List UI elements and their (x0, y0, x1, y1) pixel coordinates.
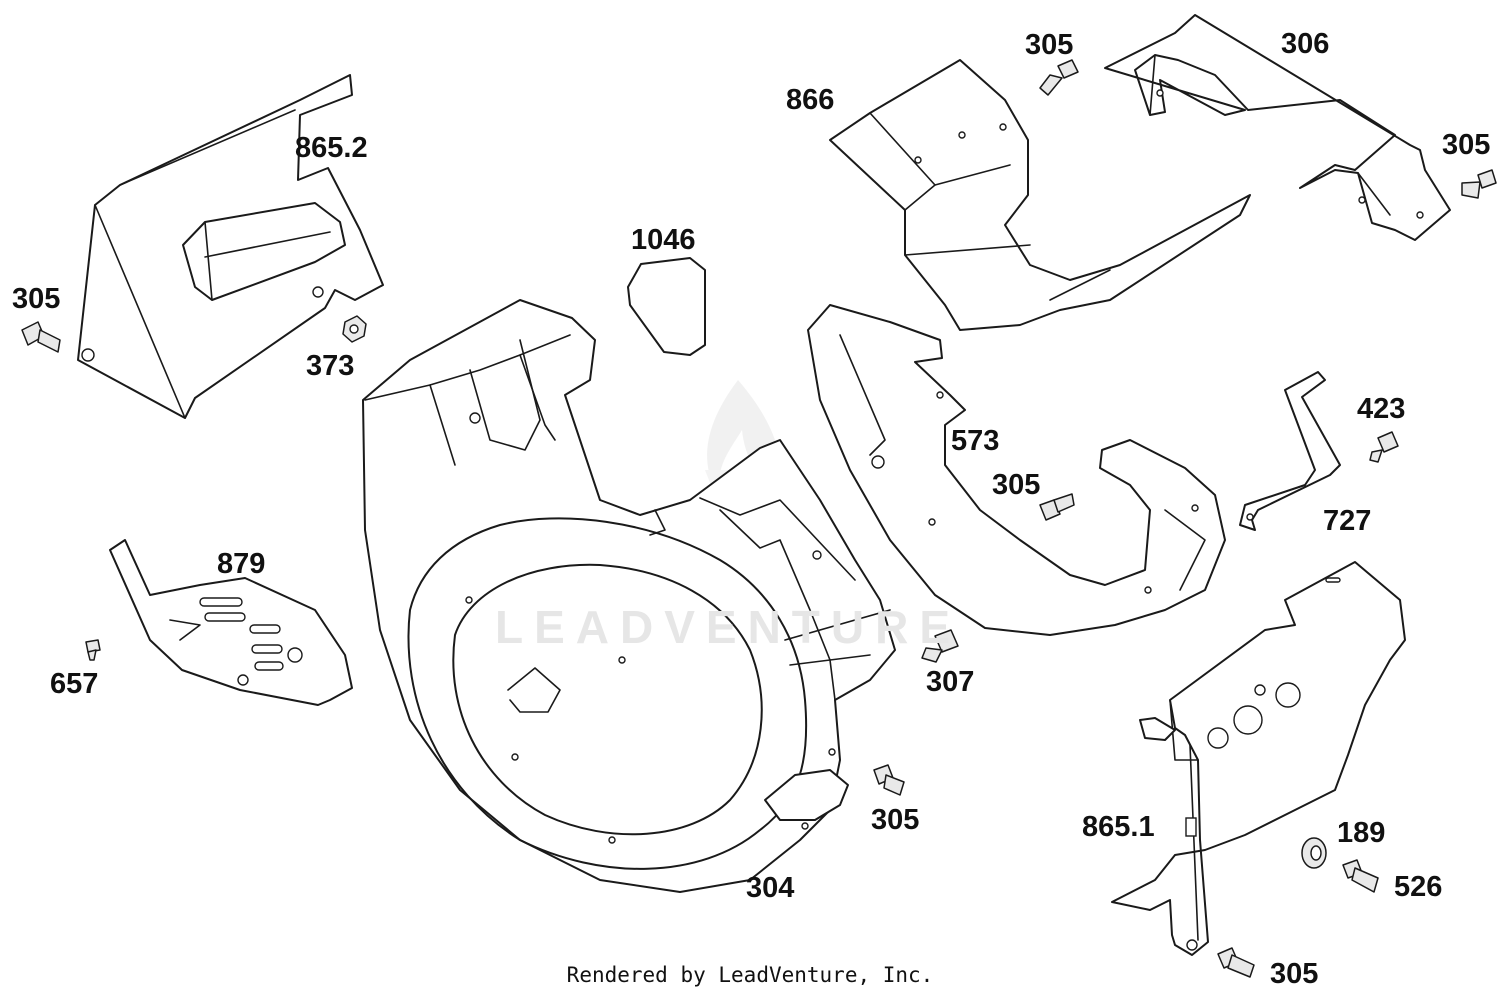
washer-189-icon (1301, 837, 1327, 869)
callout-305-mid: 305 (992, 469, 1041, 501)
part-306-bracket (1104, 14, 1451, 241)
callout-865-1: 865.1 (1082, 811, 1155, 843)
part-865-2-shroud (77, 74, 384, 419)
callout-305-upper-right: 305 (1442, 129, 1491, 161)
bolt-305-mid-icon (1039, 493, 1075, 521)
part-866-shield (829, 59, 1251, 331)
callout-727: 727 (1323, 505, 1372, 537)
nut-373-icon (342, 315, 367, 343)
callout-304: 304 (746, 872, 795, 904)
callout-306: 306 (1281, 28, 1330, 60)
bolt-305-bottom-icon (1217, 947, 1255, 978)
part-879-plate (109, 539, 353, 706)
part-573-baffle (807, 304, 1226, 636)
callout-305-left: 305 (12, 283, 61, 315)
callout-373: 373 (306, 350, 355, 382)
callout-305-upper-center: 305 (1025, 29, 1074, 61)
watermark-text: LEADVENTURE (495, 601, 962, 653)
callout-423: 423 (1357, 393, 1406, 425)
callout-526: 526 (1394, 871, 1443, 903)
callout-879: 879 (217, 548, 266, 580)
callout-189: 189 (1337, 817, 1386, 849)
footer-credit: Rendered by LeadVenture, Inc. (566, 963, 934, 987)
screw-423-icon (1369, 431, 1399, 463)
callout-865-2: 865.2 (295, 132, 368, 164)
part-1046-pad (627, 257, 706, 356)
screw-657-icon (85, 639, 101, 661)
callout-307: 307 (926, 666, 975, 698)
bolt-305-upper-center-icon (1039, 59, 1079, 96)
part-865-1-shroud (1111, 561, 1406, 956)
bolt-305-left-icon (21, 321, 61, 353)
part-304-blower-housing (362, 299, 896, 893)
bolt-305-upper-right-icon (1461, 169, 1497, 199)
part-727-strap (1239, 371, 1341, 531)
callout-573: 573 (951, 425, 1000, 457)
callout-305-lower-center: 305 (871, 804, 920, 836)
bolt-307-icon (921, 629, 959, 663)
callout-866: 866 (786, 84, 835, 116)
bolt-305-lower-center-icon (873, 764, 905, 796)
bolt-526-icon (1342, 859, 1379, 893)
callout-1046: 1046 (631, 224, 696, 256)
callout-657: 657 (50, 668, 99, 700)
callout-305-bottom: 305 (1270, 958, 1319, 990)
